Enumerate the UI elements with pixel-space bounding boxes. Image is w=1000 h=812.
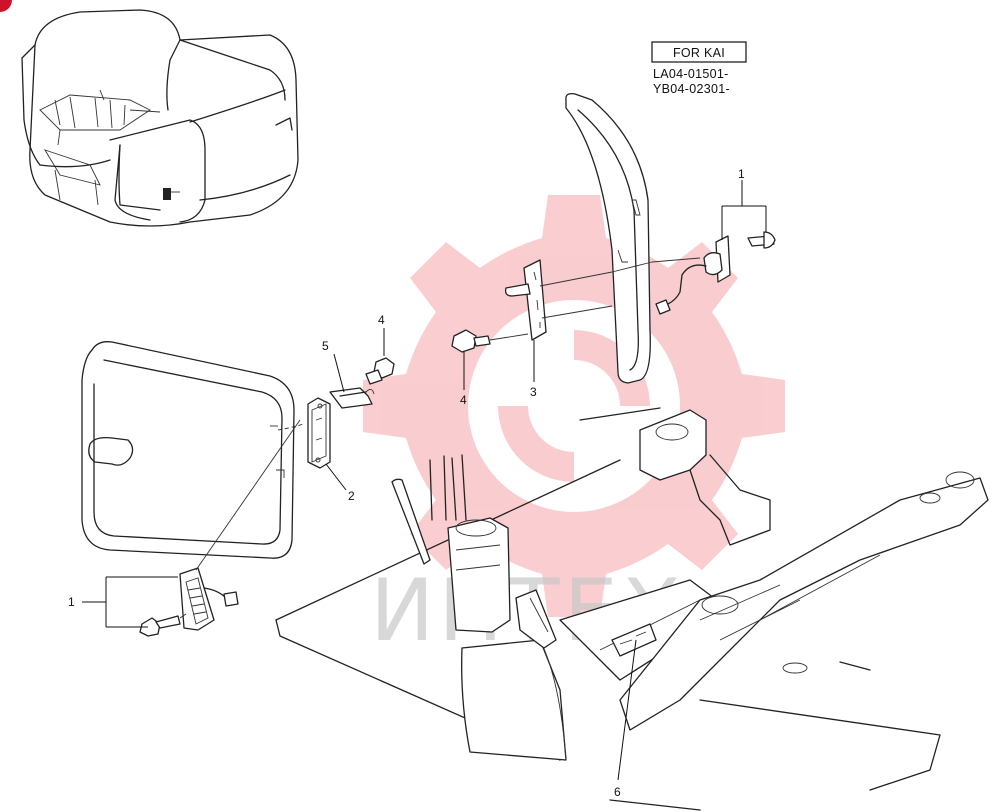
callout-4-upper: 4: [378, 313, 385, 327]
machine-frame: [275, 407, 989, 811]
callout-1-right: 1: [738, 167, 745, 181]
clip-part-5: [329, 387, 375, 409]
room-light-right: [611, 231, 776, 315]
callout-labels: 1 1 2 3 4 4 5 6: [68, 167, 767, 799]
for-kai-box: [651, 41, 747, 63]
callout-3: 3: [530, 385, 537, 399]
serial-line-2: YB04-02301-: [653, 82, 730, 96]
cab-window-frame: [565, 92, 651, 384]
callout-1-left: 1: [68, 595, 75, 609]
callout-6: 6: [614, 785, 621, 799]
bracket-part-3: [504, 259, 613, 341]
cab-overview-inset: [21, 9, 299, 227]
room-light-left: [139, 419, 301, 637]
cab-window-left: [81, 341, 305, 559]
callout-2: 2: [348, 489, 355, 503]
watermark-logo: [363, 195, 785, 617]
bolt-part-4-upper: [365, 357, 395, 385]
for-kai-label: FOR KAI: [673, 46, 725, 60]
callout-5: 5: [322, 339, 329, 353]
bracket-part-2: [307, 397, 331, 469]
watermark-gear-icon: [363, 195, 785, 617]
serial-header: FOR KAI LA04-01501- YB04-02301-: [651, 41, 747, 96]
callout-4-lower: 4: [460, 393, 467, 407]
corner-badge: [0, 0, 12, 12]
bolt-part-4-lower: [451, 329, 529, 353]
serial-line-1: LA04-01501-: [653, 67, 729, 81]
